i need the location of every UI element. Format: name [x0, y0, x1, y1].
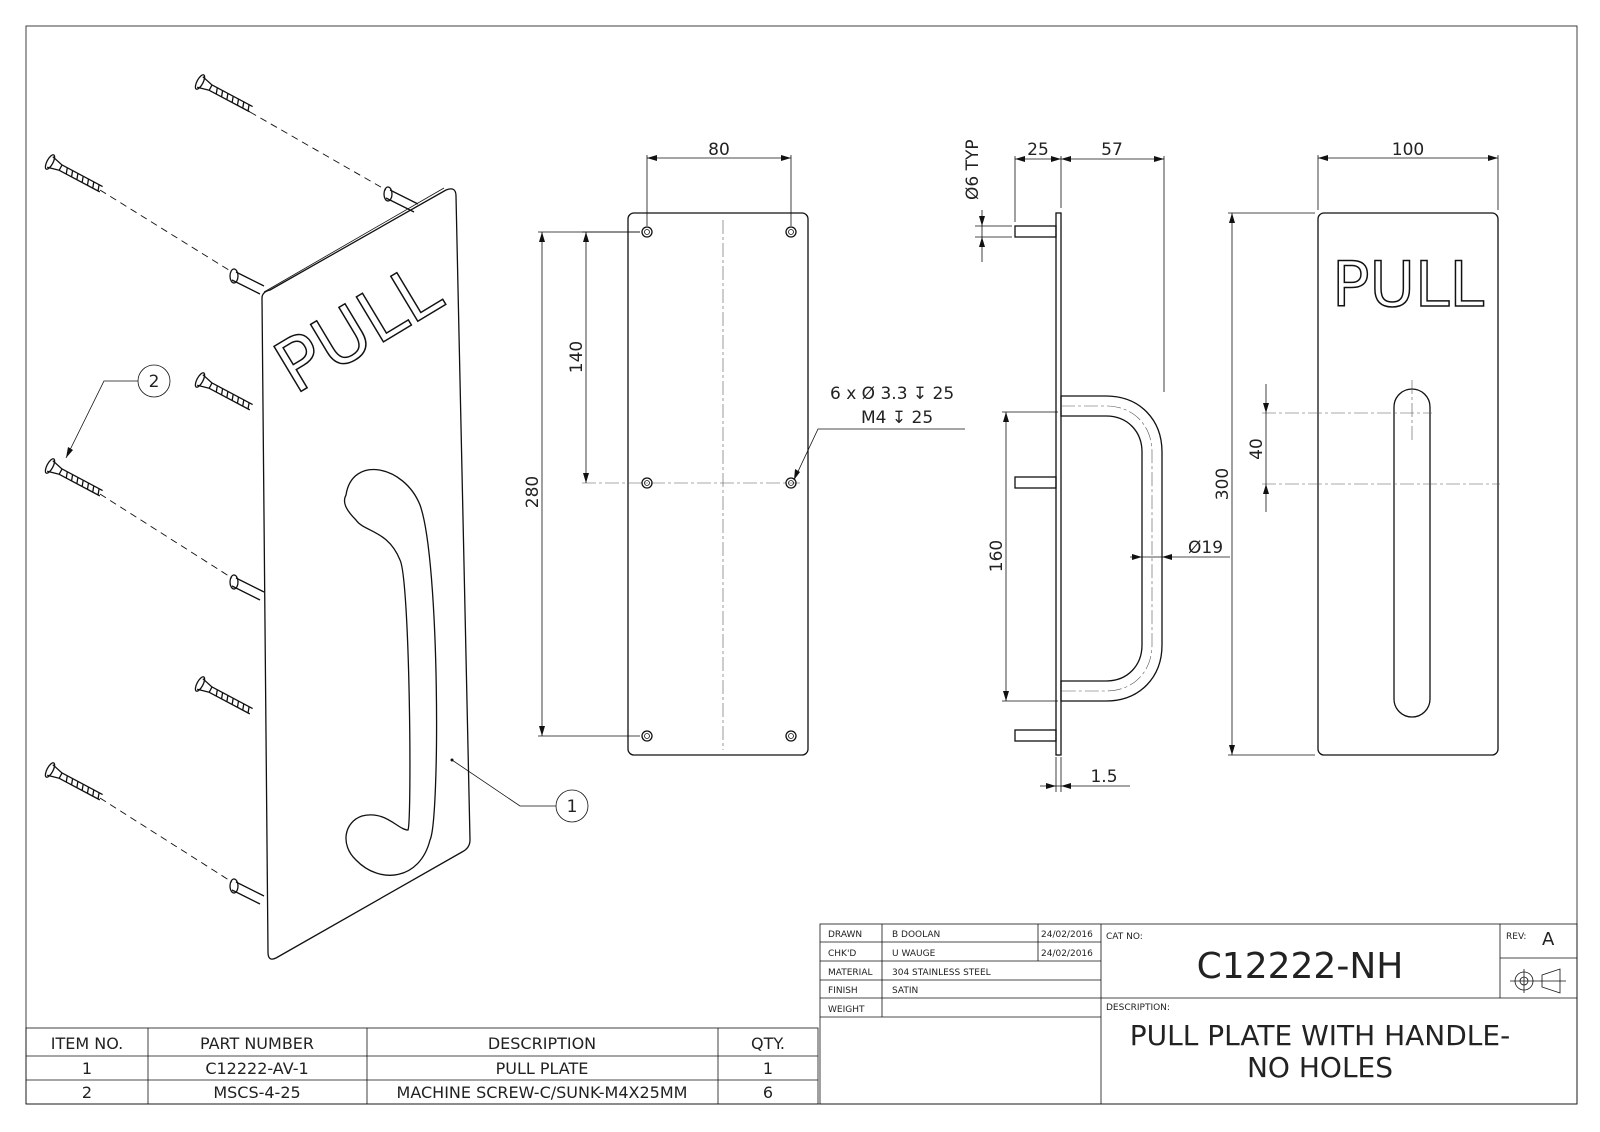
drawing-label: 140	[567, 341, 587, 373]
drawing-label: 40	[1247, 438, 1267, 460]
bom-header-desc: DESCRIPTION	[488, 1034, 596, 1053]
drawing-label: 24/02/2016	[1041, 930, 1093, 940]
iso-handle	[343, 468, 438, 876]
drawing-label: DRAWN	[828, 930, 862, 940]
iso-plate	[261, 188, 471, 960]
pull-text: PULL	[1332, 248, 1484, 321]
mount-holes	[641, 226, 797, 742]
drawing-label: 100	[1392, 140, 1424, 160]
description-line-2: NO HOLES	[1247, 1051, 1393, 1084]
cat-no: C12222-NH	[1197, 946, 1404, 987]
drawing-label: 24/02/2016	[1041, 949, 1093, 959]
drawing-label: SATIN	[892, 986, 918, 996]
bom-row-1-part: C12222-AV-1	[205, 1059, 308, 1078]
drawing-label: DESCRIPTION:	[1106, 1003, 1170, 1013]
bom-row-1-item: 1	[82, 1059, 92, 1078]
drawing-label: 280	[523, 476, 543, 508]
rev-value: A	[1542, 929, 1555, 950]
drawing-label: WEIGHT	[828, 1005, 865, 1015]
bom-row-2-qty: 6	[763, 1083, 773, 1102]
side-plate	[1055, 212, 1062, 756]
drawing-label: 57	[1101, 140, 1123, 160]
dim-140: 140	[567, 231, 640, 483]
projection-symbol-icon	[1510, 968, 1566, 994]
drawing-label: M4 ↧ 25	[861, 408, 933, 428]
bom-header-part: PART NUMBER	[200, 1034, 314, 1053]
bom-row-1-desc: PULL PLATE	[496, 1059, 589, 1078]
bom-row-2-desc: MACHINE SCREW-C/SUNK-M4X25MM	[397, 1083, 688, 1102]
iso-screws	[44, 74, 253, 801]
drawing-label: U WAUGE	[892, 949, 936, 959]
bom-header-item: ITEM NO.	[51, 1034, 124, 1053]
side-studs	[1014, 225, 1057, 742]
drawing-label: MATERIAL	[828, 968, 873, 978]
description-line-1: PULL PLATE WITH HANDLE-	[1130, 1019, 1510, 1052]
drawing-label: CAT NO:	[1106, 932, 1143, 942]
drawing-label: FINISH	[828, 986, 858, 996]
dim-280: 280	[523, 231, 640, 737]
drawing-label: 1.5	[1090, 767, 1117, 787]
drawing-label: REV:	[1506, 932, 1526, 942]
bom-table: ITEM NO. PART NUMBER DESCRIPTION QTY. 1 …	[25, 1027, 819, 1105]
drawing-label: 80	[708, 140, 730, 160]
bom-row-2-part: MSCS-4-25	[213, 1083, 300, 1102]
dim-160: 160	[987, 411, 1058, 702]
dim-80: 80	[646, 140, 792, 226]
drawing-label: 2	[149, 372, 160, 392]
iso-pull-text: PULL	[260, 247, 454, 410]
dim-25-57: 25 57	[1014, 140, 1165, 392]
side-handle	[1060, 395, 1163, 702]
bom-row-2-item: 2	[82, 1083, 92, 1102]
drawing-label: 300	[1213, 468, 1233, 500]
iso-studs	[229, 186, 419, 905]
dim-plate-thk: 1.5	[1040, 757, 1130, 792]
dim-handle-dia: Ø19	[1130, 538, 1230, 560]
iso-explode-lines	[99, 111, 387, 883]
bom-row-1-qty: 1	[763, 1059, 773, 1078]
dim-40: 40	[1247, 384, 1269, 512]
drawing-label: CHK'D	[828, 949, 856, 959]
bom-header-qty: QTY.	[751, 1034, 785, 1053]
front-plate-outline	[627, 212, 809, 756]
dim-100: 100	[1317, 140, 1499, 210]
dim-stud-dia: Ø6 TYP	[963, 139, 1012, 262]
drawing-label: 160	[987, 540, 1007, 572]
balloon-1: 1	[450, 758, 589, 823]
drawing-label: Ø19	[1188, 538, 1223, 558]
side-view: Ø6 TYP 25 57 160 Ø19 1.5	[963, 139, 1230, 792]
isometric-view: PULL 2	[44, 74, 589, 960]
hole-callout: 6 x Ø 3.3 ↧ 25 M4 ↧ 25	[793, 384, 965, 481]
drawing-label: B DOOLAN	[892, 930, 940, 940]
drawing-label: 6 x Ø 3.3 ↧ 25	[830, 384, 954, 404]
drawing-label: 1	[567, 797, 578, 817]
balloon-2: 2	[65, 364, 171, 459]
front-view-pull: PULL 100 300 40	[1213, 140, 1500, 756]
dim-300: 300	[1213, 212, 1315, 756]
front-view-holes: 80 280 140 6 x Ø 3.3 ↧ 25 M4 ↧ 25	[523, 140, 965, 756]
drawing-label: Ø6 TYP	[963, 139, 983, 200]
title-block: DRAWN B DOOLAN 24/02/2016 CHK'D U WAUGE …	[819, 923, 1578, 1105]
sheet-border	[25, 25, 1578, 1105]
drawing-label: 304 STAINLESS STEEL	[892, 968, 991, 978]
drawing-label: 25	[1027, 140, 1049, 160]
